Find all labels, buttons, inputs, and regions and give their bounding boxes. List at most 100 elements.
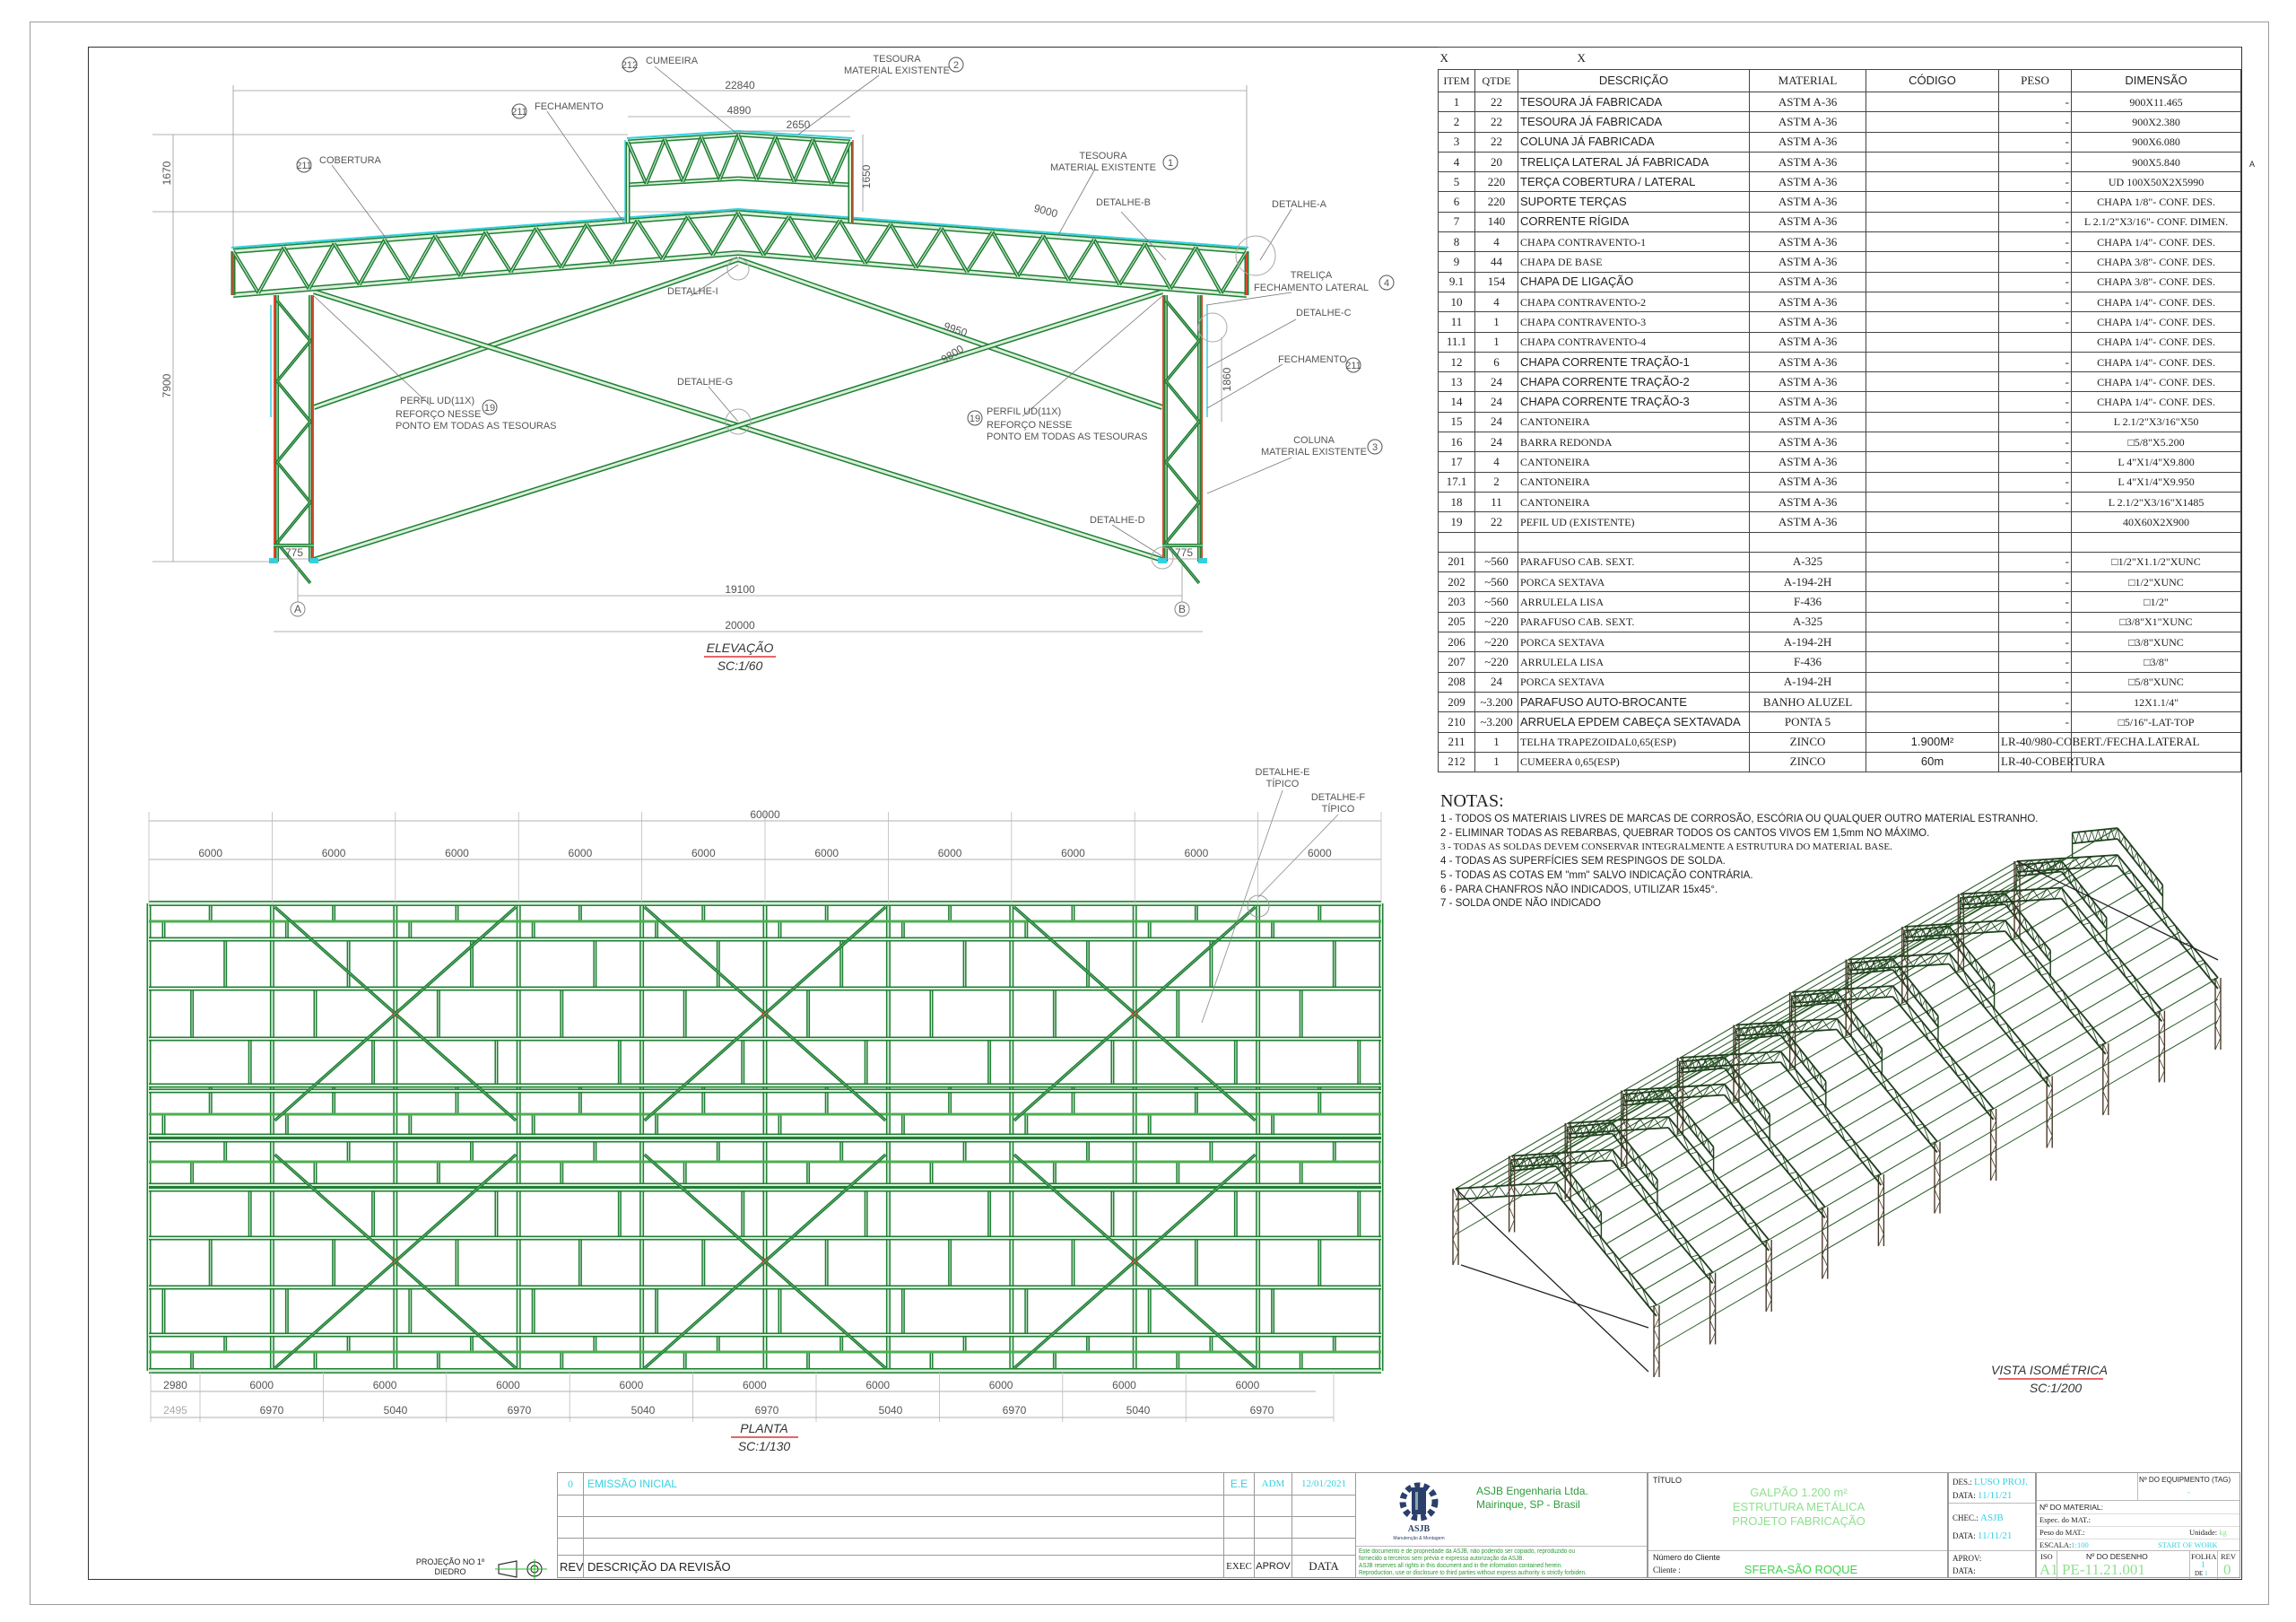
revision-row: 0 EMISSÃO INICIAL E.E ADM 12/01/2021 xyxy=(557,1472,1356,1496)
iso-column-lacing xyxy=(1958,957,1964,971)
iso-truss-web xyxy=(1805,1057,1811,1073)
code xyxy=(1866,411,2000,433)
column-lacing xyxy=(1164,299,1201,343)
header-codigo: CÓDIGO xyxy=(1866,69,2000,92)
iso-truss-web xyxy=(2013,1040,2022,1043)
iso-truss-chord xyxy=(1455,1182,1557,1190)
iso-truss-web xyxy=(1645,1088,1654,1101)
iso-truss-web xyxy=(2126,844,2131,851)
dimension: 900X5.840 xyxy=(2071,151,2242,173)
header-descricao: DESCRIÇÃO xyxy=(1518,69,1751,92)
iso-truss-web xyxy=(2064,868,2068,876)
item-number: 210 xyxy=(1438,711,1475,733)
dimension: □1/2"XUNC xyxy=(2071,571,2242,593)
iso-column-lacing xyxy=(1845,1023,1852,1036)
iso-column-lacing xyxy=(2102,1091,2109,1103)
iso-truss-web xyxy=(1517,1159,1521,1171)
iso-truss-web xyxy=(1752,1097,1758,1105)
material: ASTM A-36 xyxy=(1749,171,1867,193)
iso-truss-web xyxy=(2054,887,2062,900)
material: ASTM A-36 xyxy=(1749,91,1867,113)
iso-truss-web xyxy=(1780,1024,1785,1040)
iso-truss-web xyxy=(1773,1051,1781,1063)
item-number: 212 xyxy=(1438,751,1475,773)
iso-column-lacing xyxy=(2013,874,2021,887)
truss-web xyxy=(483,231,513,274)
dim-axes: 19100 xyxy=(725,583,755,596)
iso-truss-web xyxy=(1850,1035,1859,1056)
iso-truss-web xyxy=(1809,1086,1817,1107)
callout-tesoura-2-material: MATERIAL EXISTENTE xyxy=(844,65,950,76)
description: ARRULELA LISA xyxy=(1518,651,1751,673)
sheet-number: 1 xyxy=(2201,1560,2205,1569)
truss-web xyxy=(811,138,834,185)
iso-truss-web xyxy=(1912,955,1921,967)
dimension: CHAPA 1/4"- CONF. DES. xyxy=(2071,391,2242,413)
plan-bay-dim: 6000 xyxy=(814,847,839,859)
iso-truss-web xyxy=(2020,1041,2029,1061)
iso-truss-web xyxy=(1909,929,1914,941)
quantity: 2 xyxy=(1474,471,1519,493)
leader-line xyxy=(1206,363,1283,409)
iso-truss-web xyxy=(2074,832,2080,843)
weight: - xyxy=(1998,471,2073,493)
dimension: L 2.1/2"X3/16"X50 xyxy=(2071,411,2242,433)
dimension: L 2.1/2"X3/16"X1485 xyxy=(2071,491,2242,513)
material: A-325 xyxy=(1749,551,1867,573)
callout-perfil-right-l2: REFORÇO NESSE xyxy=(987,420,1072,431)
iso-truss-chord xyxy=(2117,854,2219,979)
truss-web xyxy=(509,227,538,274)
iso-truss-web xyxy=(1831,1121,1839,1124)
iso-truss-web xyxy=(1878,1048,1883,1056)
iso-truss-web xyxy=(2097,939,2105,943)
des-date-label: DATA: xyxy=(1952,1491,1976,1500)
iso-truss-web xyxy=(2160,907,2169,928)
header-material: MATERIAL xyxy=(1749,69,1867,92)
iso-truss-web xyxy=(1596,1123,1600,1136)
iso-truss-web xyxy=(1817,1207,1825,1210)
truss-web xyxy=(408,234,437,282)
iso-truss-web xyxy=(1907,1003,1915,1024)
iso-truss-web xyxy=(1709,1055,1717,1067)
quantity: 24 xyxy=(1474,411,1519,433)
iso-column-lacing xyxy=(2046,1100,2053,1112)
callout-detalhe-e: DETALHE-E xyxy=(1256,767,1310,778)
iso-truss-web xyxy=(1843,1035,1852,1039)
code xyxy=(1866,371,2000,393)
equipment-value: - xyxy=(2187,1487,2190,1496)
iso-column-lacing xyxy=(1765,1287,1772,1300)
iso-truss-web xyxy=(1588,1121,1597,1133)
iso-truss-web xyxy=(1597,1150,1605,1162)
iso-column-lacing xyxy=(1733,1076,1740,1089)
header-item: ITEM xyxy=(1438,69,1475,92)
iso-truss-web xyxy=(1803,1057,1807,1064)
iso-truss-web xyxy=(1952,934,1956,942)
truss-web xyxy=(660,215,690,261)
iso-column-lacing xyxy=(1958,931,1964,946)
dimension: □5/8"XUNC xyxy=(2071,671,2242,693)
quantity: 11 xyxy=(1474,491,1519,513)
callout-trelica: TRELIÇA xyxy=(1291,270,1333,281)
plan-scale: SC:1/130 xyxy=(738,1439,791,1453)
iso-truss-web xyxy=(1780,1051,1788,1071)
iso-truss-web xyxy=(2034,1058,2043,1078)
iso-truss-chord xyxy=(2060,886,2163,1012)
material: BANHO ALUZEL xyxy=(1749,691,1867,713)
quantity: 220 xyxy=(1474,191,1519,213)
iso-truss-web xyxy=(2081,856,2090,868)
notes-section: NOTAS: 1 - TODOS OS MATERIAIS LIVRES DE … xyxy=(1440,789,2038,911)
dimension: CHAPA 3/8"- CONF. DES. xyxy=(2071,271,2242,292)
iso-truss-chord xyxy=(2016,854,2118,862)
iso-truss-web xyxy=(1602,1123,1606,1135)
iso-truss-web xyxy=(1770,1025,1775,1037)
leader-line xyxy=(797,74,880,135)
iso-column-lacing xyxy=(1677,1095,1683,1109)
iso-truss-web xyxy=(1948,953,1957,973)
weight: - xyxy=(1998,551,2073,573)
